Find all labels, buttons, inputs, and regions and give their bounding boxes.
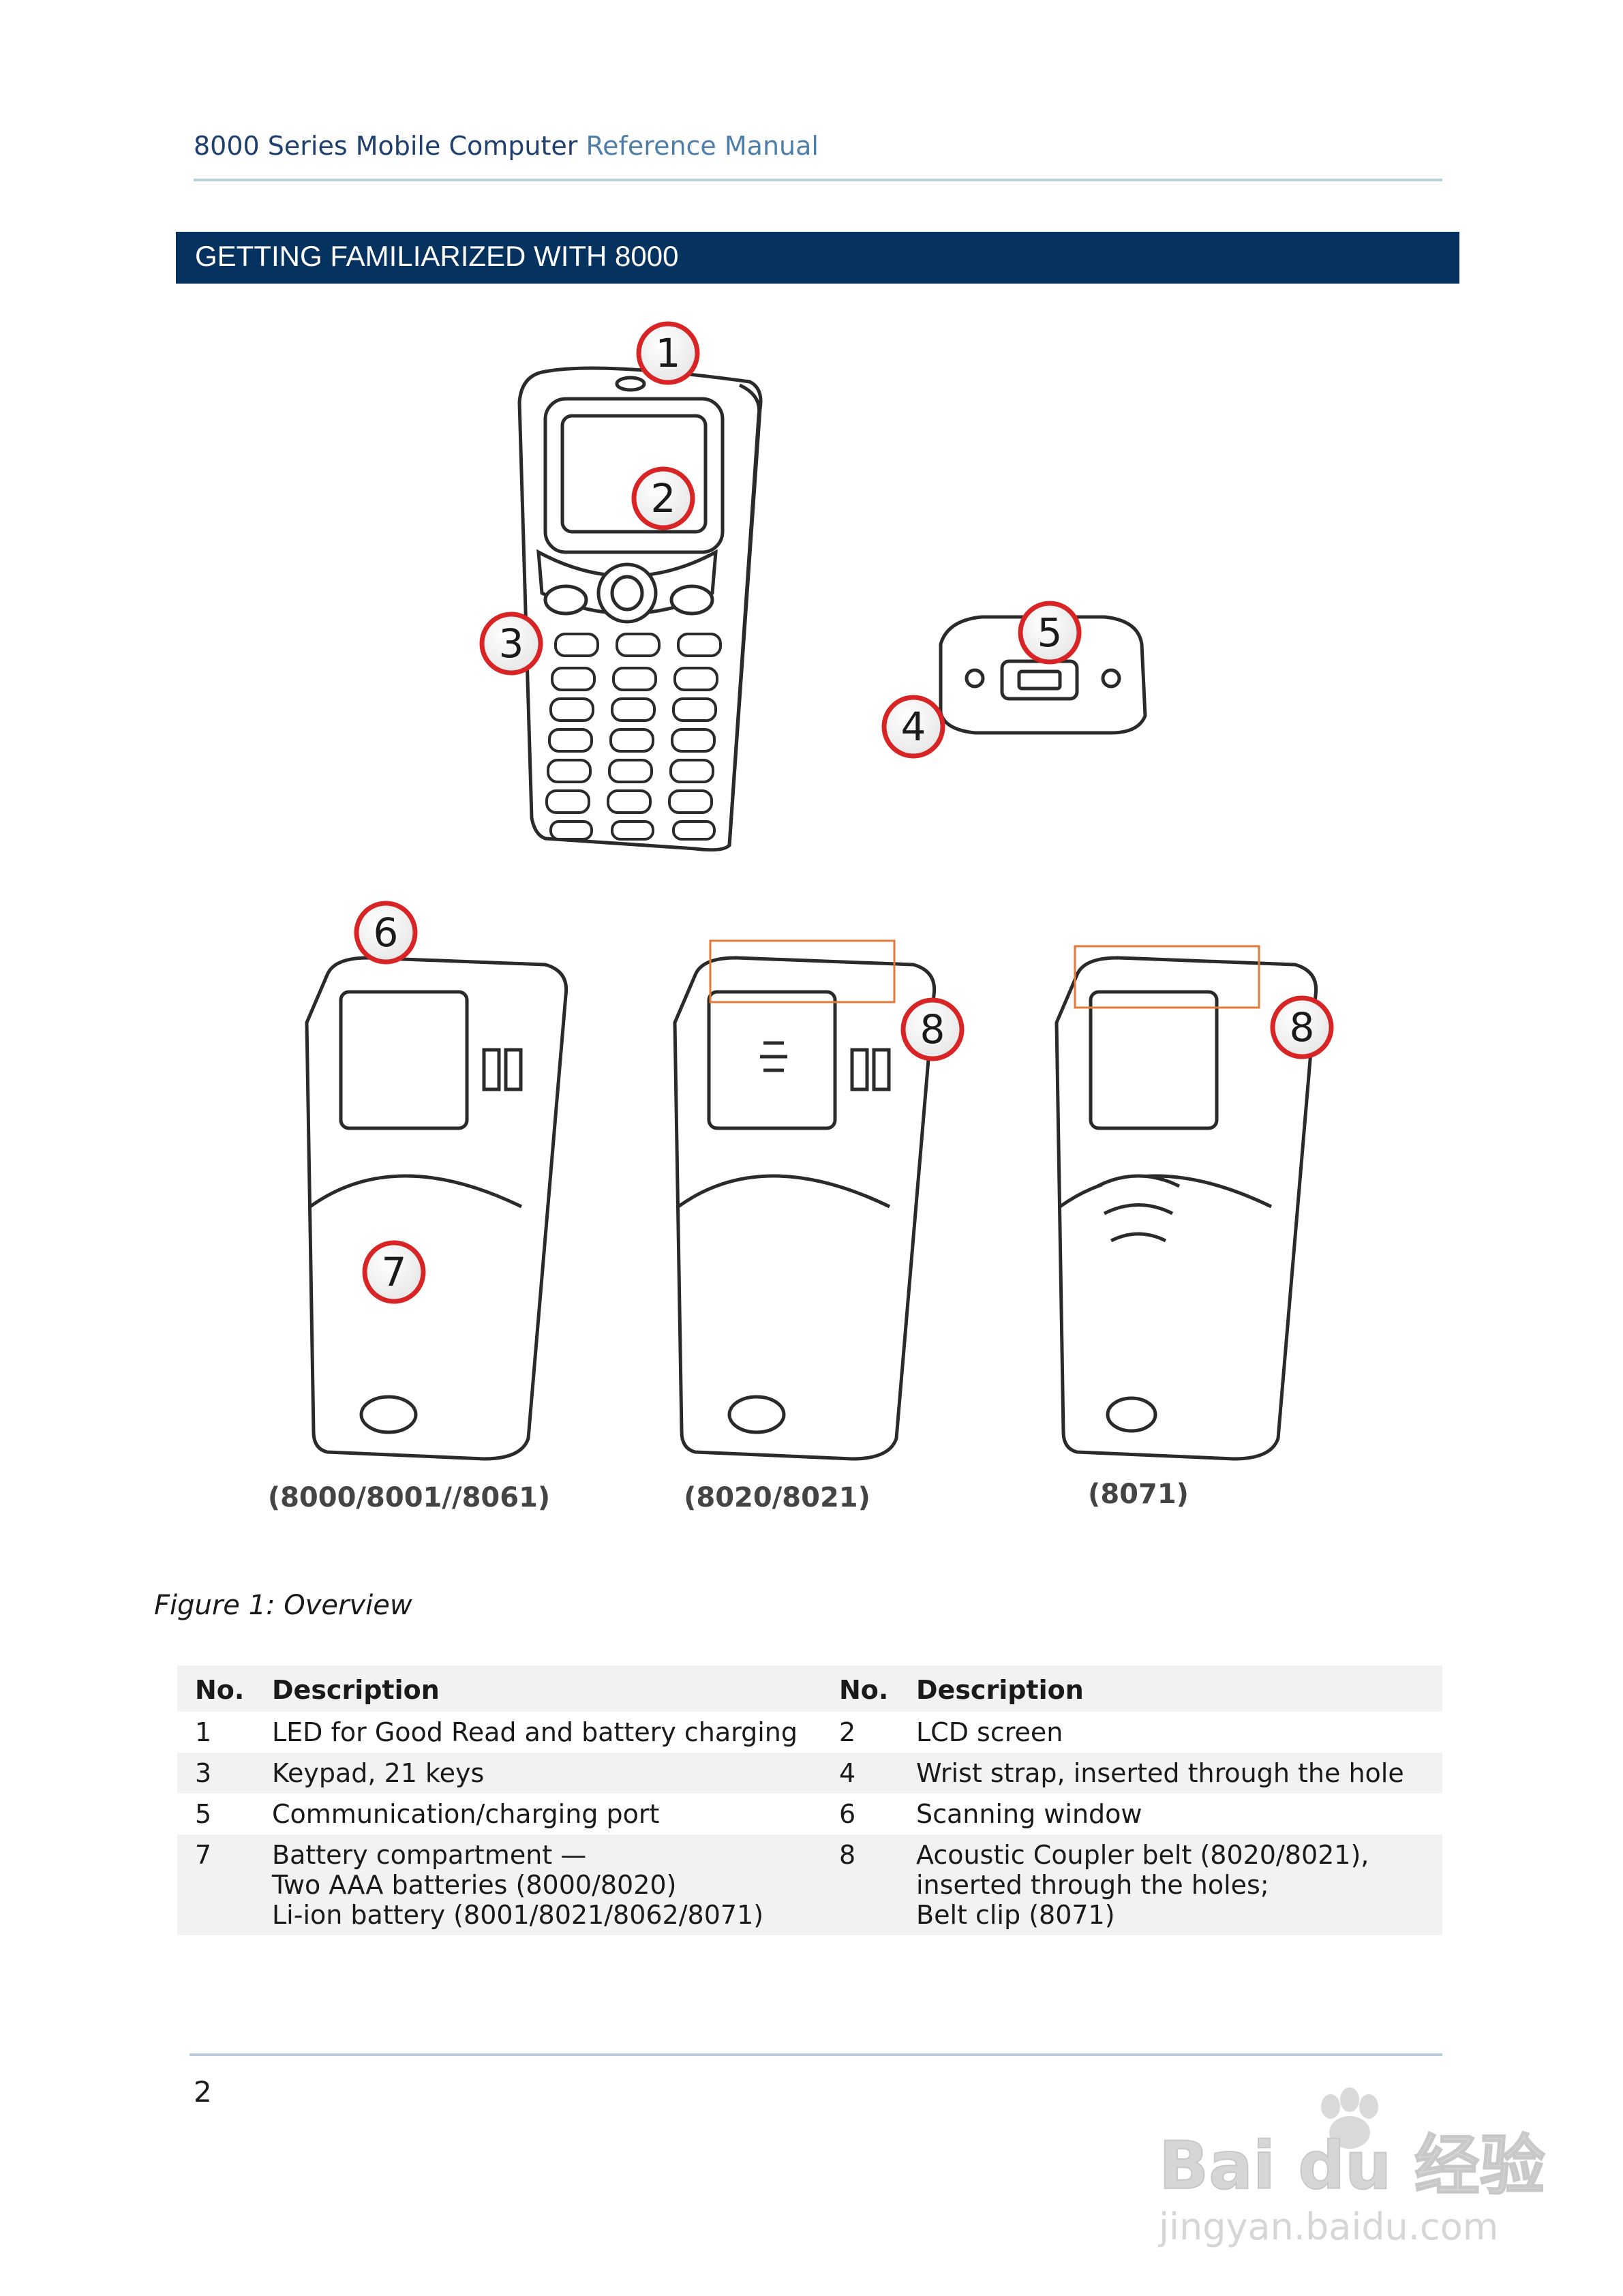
model-label-8020: (8020/8021) bbox=[684, 1482, 870, 1513]
callout-8b-label: 8 bbox=[1290, 1004, 1315, 1051]
keypad-key bbox=[608, 759, 653, 783]
section-band: GETTING FAMILIARIZED WITH 8000 bbox=[176, 232, 1459, 284]
cell-no: 1 bbox=[195, 1717, 212, 1747]
header-title: 8000 Series Mobile Computer bbox=[194, 131, 578, 161]
table-row: 5 Communication/charging port 6 Scanning… bbox=[177, 1794, 1442, 1834]
page-number: 2 bbox=[194, 2075, 212, 2109]
keypad-key bbox=[673, 667, 718, 691]
running-header: 8000 Series Mobile Computer Reference Ma… bbox=[194, 131, 819, 161]
keypad-key bbox=[551, 667, 596, 691]
callout-2: 2 bbox=[631, 466, 695, 530]
cell-desc: LED for Good Read and battery charging bbox=[272, 1717, 798, 1747]
figure-caption: Figure 1: Overview bbox=[154, 1590, 412, 1621]
keypad-key bbox=[677, 633, 722, 657]
cell-no: 7 bbox=[177, 1834, 272, 1935]
cell-desc: Keypad, 21 keys bbox=[272, 1753, 821, 1794]
cell-desc: Communication/charging port bbox=[272, 1799, 660, 1829]
callout-8b: 8 bbox=[1270, 995, 1334, 1059]
cell-no: 6 bbox=[839, 1799, 856, 1829]
cell-desc-line: Belt clip (8071) bbox=[916, 1900, 1115, 1930]
keypad-key bbox=[545, 789, 590, 814]
cell-no: 5 bbox=[195, 1799, 212, 1829]
keypad-key bbox=[549, 697, 594, 722]
callout-1: 1 bbox=[636, 321, 700, 385]
col-header-desc-2: Description bbox=[916, 1665, 1442, 1712]
highlight-box-8071 bbox=[1074, 945, 1260, 1009]
device-back-8000 bbox=[305, 956, 568, 1461]
model-label-8000: (8000/8001//8061) bbox=[268, 1482, 550, 1513]
callout-8a: 8 bbox=[900, 997, 965, 1061]
keypad-key bbox=[612, 667, 657, 691]
parts-table: No. Description No. Description 1 LED fo… bbox=[177, 1665, 1442, 1935]
cell-no: 8 bbox=[821, 1834, 916, 1935]
keypad-key bbox=[609, 728, 654, 753]
keypad-key bbox=[554, 633, 599, 657]
keypad-key bbox=[669, 759, 714, 783]
keypad-key bbox=[611, 820, 654, 841]
keypad-key bbox=[672, 697, 717, 722]
keypad bbox=[545, 633, 722, 841]
cell-no: 4 bbox=[821, 1753, 916, 1794]
watermark-brand: Bai du 经验 bbox=[1159, 2128, 1545, 2204]
keypad-key bbox=[547, 759, 592, 783]
cell-desc: Acoustic Coupler belt (8020/8021), inser… bbox=[916, 1834, 1442, 1935]
keypad-key bbox=[671, 728, 716, 753]
cell-no: 2 bbox=[839, 1717, 856, 1747]
cell-desc-line: inserted through the holes; bbox=[916, 1870, 1269, 1900]
cell-desc: Scanning window bbox=[916, 1799, 1142, 1829]
callout-1-label: 1 bbox=[656, 330, 681, 376]
watermark-url: jingyan.baidu.com bbox=[1158, 2205, 1498, 2248]
keypad-key bbox=[548, 728, 593, 753]
cell-desc-line: Li-ion battery (8001/8021/8062/8071) bbox=[272, 1900, 764, 1930]
callout-2-label: 2 bbox=[651, 475, 676, 522]
device-back-8020 bbox=[673, 956, 937, 1461]
callout-3-label: 3 bbox=[499, 620, 524, 667]
cell-desc: LCD screen bbox=[916, 1717, 1063, 1747]
table-row: 3 Keypad, 21 keys 4 Wrist strap, inserte… bbox=[177, 1753, 1442, 1794]
table-row: 1 LED for Good Read and battery charging… bbox=[177, 1712, 1442, 1753]
keypad-key bbox=[672, 820, 716, 841]
callout-7: 7 bbox=[362, 1240, 426, 1304]
device-back-8071 bbox=[1055, 956, 1318, 1461]
table-header-row: No. Description No. Description bbox=[177, 1665, 1442, 1712]
highlight-box-8020 bbox=[709, 939, 896, 1003]
keypad-key bbox=[549, 820, 593, 841]
col-header-no-1: No. bbox=[177, 1665, 272, 1712]
callout-5: 5 bbox=[1018, 601, 1082, 665]
cell-desc-line: Acoustic Coupler belt (8020/8021), bbox=[916, 1840, 1369, 1870]
col-header-desc-1: Description bbox=[272, 1665, 821, 1712]
keypad-key bbox=[616, 633, 661, 657]
device-overview-figure: 1 2 3 4 5 6 7 8 8 (8000/8001//8061) (802… bbox=[268, 321, 1334, 1513]
table-row: 7 Battery compartment — Two AAA batterie… bbox=[177, 1834, 1442, 1935]
callout-6: 6 bbox=[354, 901, 418, 965]
callout-4: 4 bbox=[881, 695, 945, 759]
keypad-key bbox=[607, 789, 652, 814]
callout-8a-label: 8 bbox=[920, 1006, 945, 1053]
keypad-key bbox=[668, 789, 713, 814]
callout-4-label: 4 bbox=[901, 704, 926, 750]
section-title: GETTING FAMILIARIZED WITH 8000 bbox=[195, 240, 679, 272]
callout-5-label: 5 bbox=[1037, 609, 1063, 656]
cell-desc-line: Two AAA batteries (8000/8020) bbox=[272, 1870, 677, 1900]
header-rule bbox=[194, 179, 1442, 181]
callout-3: 3 bbox=[479, 611, 543, 676]
callout-7-label: 7 bbox=[382, 1249, 407, 1295]
keypad-key bbox=[611, 697, 656, 722]
cell-no: 3 bbox=[177, 1753, 272, 1794]
cell-desc: Wrist strap, inserted through the hole bbox=[916, 1753, 1442, 1794]
footer-rule bbox=[189, 2053, 1442, 2056]
callout-6-label: 6 bbox=[374, 909, 399, 956]
baidu-watermark-logo: Bai du 经验 jingyan.baidu.com bbox=[1158, 2087, 1546, 2248]
header-subtitle: Reference Manual bbox=[586, 131, 819, 161]
cell-desc: Battery compartment — Two AAA batteries … bbox=[272, 1834, 821, 1935]
cell-desc-line: Battery compartment — bbox=[272, 1840, 587, 1870]
col-header-no-2: No. bbox=[821, 1665, 916, 1712]
paw-icon bbox=[1321, 2087, 1378, 2149]
model-label-8071: (8071) bbox=[1088, 1479, 1189, 1510]
